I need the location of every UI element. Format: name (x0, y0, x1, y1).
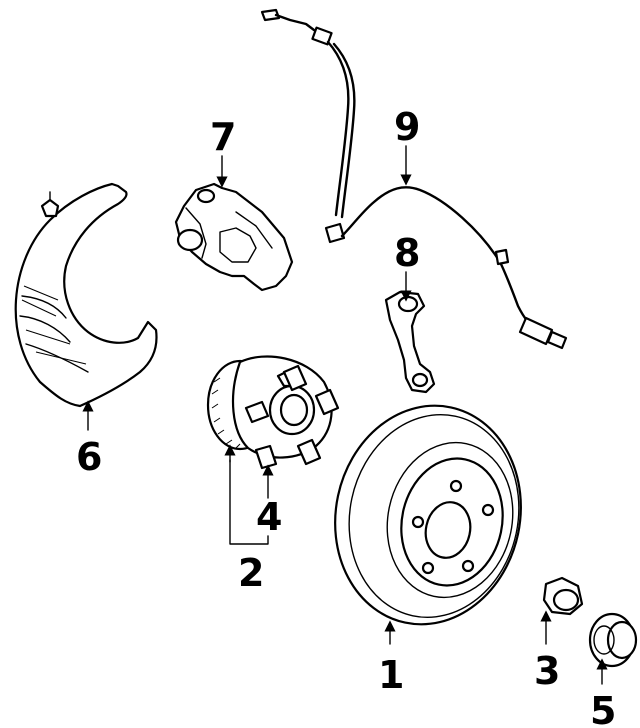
sensor-bracket-icon (384, 290, 436, 394)
caliper-bracket-icon (174, 182, 294, 292)
abs-sensor-wire-icon (260, 8, 568, 350)
hub-nut-icon (542, 576, 584, 616)
callout-7: 7 (210, 115, 236, 159)
callout-9: 9 (394, 105, 420, 149)
callout-6: 6 (76, 435, 102, 479)
splash-shield-icon (14, 182, 158, 408)
callout-3: 3 (534, 649, 560, 693)
hub-bearing-assembly-icon (206, 355, 333, 459)
callout-leaders (82, 145, 608, 685)
callout-5: 5 (590, 689, 616, 728)
callout-1: 1 (378, 653, 404, 697)
callout-8: 8 (394, 231, 420, 275)
wheel-stud-icon (244, 364, 340, 470)
brake-rotor-icon (334, 404, 522, 626)
dust-cap-icon (588, 612, 638, 668)
callout-2: 2 (238, 551, 264, 595)
callout-4: 4 (256, 495, 282, 539)
